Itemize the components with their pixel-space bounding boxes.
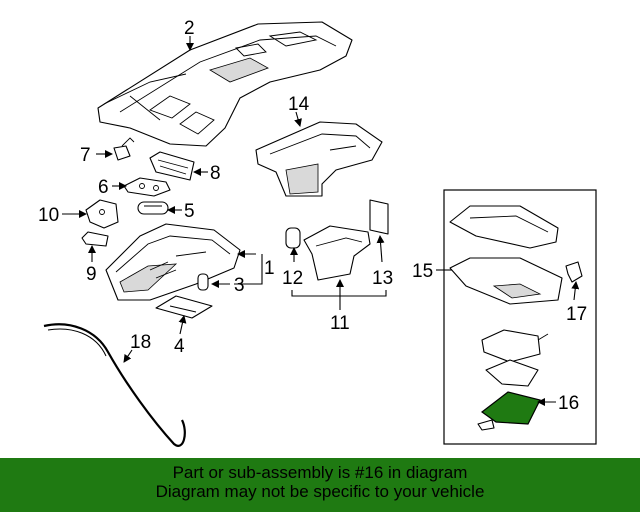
callout-10: 10: [38, 205, 59, 226]
callout-1: 1: [264, 258, 275, 279]
callout-14: 14: [288, 94, 310, 115]
callout-15: 15: [412, 261, 433, 282]
callout-4: 4: [174, 336, 185, 357]
callout-5: 5: [184, 201, 195, 222]
callout-labels: 2 14 7 8 6 5 10 9 1 3 4 12 13 11 15 17 1…: [38, 18, 587, 414]
part-17-clip: [565, 261, 583, 283]
parts-diagram: 2 14 7 8 6 5 10 9 1 3 4 12 13 11 15 17 1…: [38, 18, 597, 447]
part-18-wire-harness: [43, 323, 186, 447]
part-8-lamp: [149, 151, 195, 181]
part-16-screw: [477, 419, 495, 431]
callout-16[interactable]: 16: [558, 393, 579, 414]
part-11-bracket: [303, 225, 371, 281]
part-15-tray: [485, 359, 539, 387]
part-10-mounting-plate: [85, 199, 119, 229]
callout-9: 9: [86, 264, 97, 285]
callout-8: 8: [210, 163, 221, 184]
leader-lines: [62, 36, 580, 406]
callout-17: 17: [566, 304, 587, 325]
part-15-box: [443, 189, 597, 445]
callout-18: 18: [130, 332, 151, 353]
part-9-clip: [81, 231, 109, 247]
part-12-connector: [285, 227, 301, 249]
footer-line-1: Part or sub-assembly is #16 in diagram: [172, 463, 468, 482]
part-7-clip: [113, 137, 135, 161]
part-15-console-bottom: [449, 257, 563, 305]
part-16-highlighted[interactable]: [480, 391, 541, 425]
part-16-shape[interactable]: [480, 391, 541, 425]
callout-7: 7: [80, 145, 91, 166]
footer-line-2: Diagram may not be specific to your vehi…: [155, 482, 485, 501]
part-14-console-housing: [255, 121, 383, 197]
part-15-module: [481, 329, 549, 363]
callout-11: 11: [330, 313, 350, 334]
part-15-console-top: [449, 205, 559, 249]
callout-3: 3: [234, 275, 245, 296]
part-2-roof-frame: [97, 21, 353, 147]
part-1-console-assembly: [105, 223, 241, 301]
callout-6: 6: [98, 177, 109, 198]
callout-13: 13: [372, 268, 393, 289]
callout-12: 12: [282, 268, 303, 289]
part-13-shield: [369, 199, 389, 235]
part-5-lens: [137, 201, 169, 215]
part-6-bracket: [123, 177, 171, 197]
footer-banner: Part or sub-assembly is #16 in diagram D…: [0, 458, 640, 512]
callout-2: 2: [184, 18, 195, 39]
part-4-cover-plate: [155, 295, 213, 319]
part-3-bulb: [197, 273, 209, 291]
